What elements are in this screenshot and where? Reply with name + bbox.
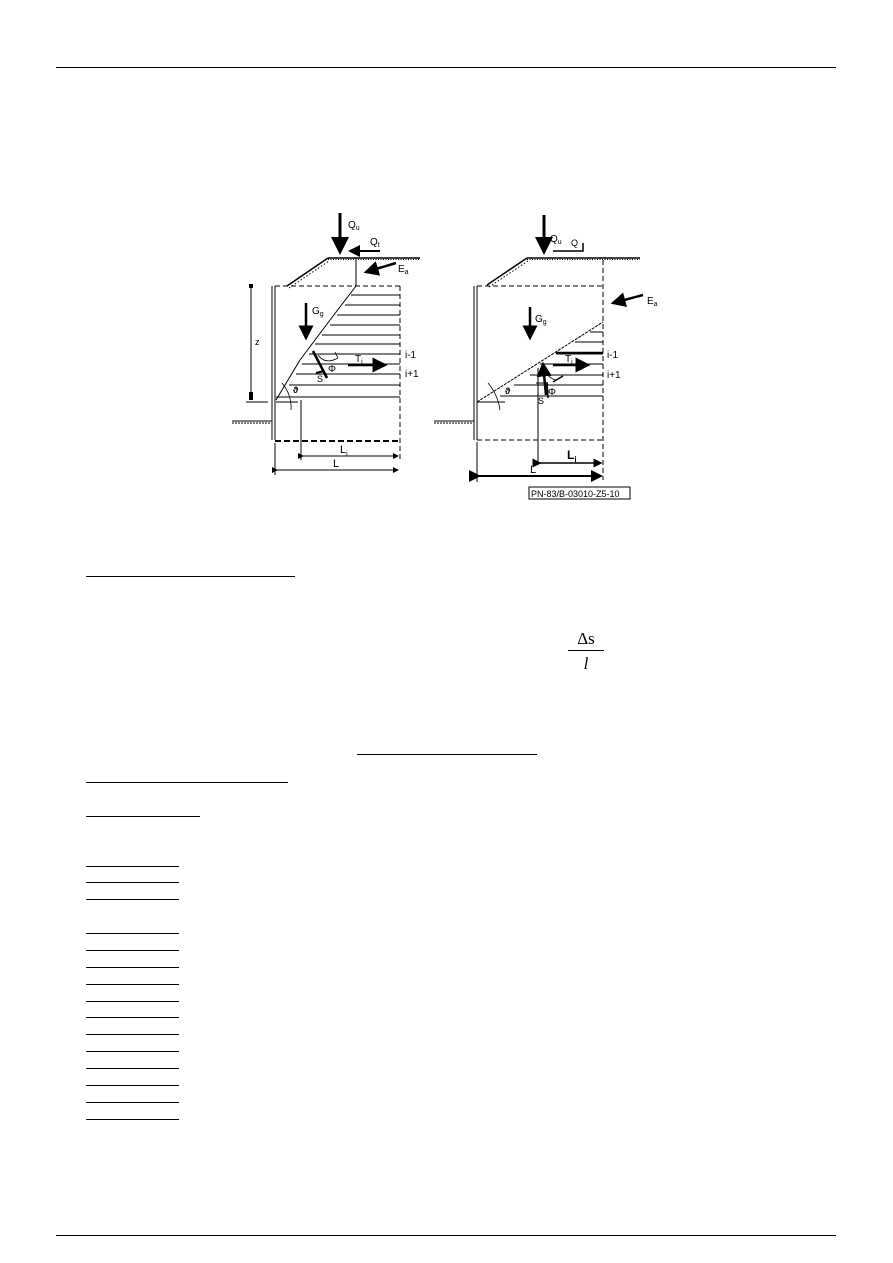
label-l: L [333,458,339,470]
footer-rule [56,1235,836,1236]
underline-2 [86,782,288,783]
reinforced-soil-wall-figure: Qu Qt Ea Gg z Φ S Ti i-1 i+1 ϑ [232,213,658,500]
underline-4 [86,866,179,867]
label-gg: Gg [312,306,324,318]
label-l-right: L [530,464,536,476]
label-i-minus-1-right: i-1 [607,350,619,361]
underline-9 [86,967,179,968]
underline-5 [86,882,179,883]
label-theta-right: ϑ [505,386,511,396]
underline-10 [86,984,179,985]
label-theta: ϑ [293,385,299,395]
label-li: Li [340,444,348,458]
label-qu: Qu [348,220,360,232]
label-ti: Ti [355,354,363,366]
label-q-right: Q [571,238,578,248]
underline-11 [86,1001,179,1002]
label-phi: Φ [328,364,336,375]
label-i-plus-1: i+1 [405,369,419,380]
label-qu-right: Qu [550,234,562,246]
underline-16 [86,1085,179,1086]
underline-17 [86,1102,179,1103]
label-ti-right: Ti [565,354,573,366]
underline-18 [86,1119,179,1120]
underline-8 [86,950,179,951]
label-z: z [255,337,260,347]
label-gg-right: Gg [535,314,547,326]
underline-3 [86,816,200,817]
label-s: S [317,374,323,384]
label-phi-right: Φ [548,387,556,398]
reference-code-box [528,486,631,500]
formula-delta-s-over-l: Δs l [566,630,606,672]
underline-1 [357,754,537,755]
reference-code: PN-83/B-03010-Z5-10 [531,489,620,499]
left-diagram: Qu Qt Ea Gg z Φ S Ti i-1 i+1 ϑ [232,213,420,475]
underline-14 [86,1051,179,1052]
underline-13 [86,1034,179,1035]
underline-7 [86,933,179,934]
underline-0 [86,576,295,577]
underline-15 [86,1068,179,1069]
underline-12 [86,1017,179,1018]
underline-6 [86,899,179,900]
formula-numerator: Δs [577,629,595,648]
label-li-right: Li [567,448,577,464]
label-ea: Ea [398,264,409,276]
label-qt: Qt [370,237,380,249]
right-diagram: Qu Q Ea Gg Φ S Ti i-1 i+1 ϑ Li [434,215,658,500]
fraction-bar [568,650,604,651]
label-ea-right: Ea [647,296,658,308]
label-i-plus-1-right: i+1 [607,370,621,381]
formula-denominator: l [583,654,589,673]
label-i-minus-1: i-1 [405,350,417,361]
header-rule [56,67,836,68]
label-s-right: S [538,396,544,406]
